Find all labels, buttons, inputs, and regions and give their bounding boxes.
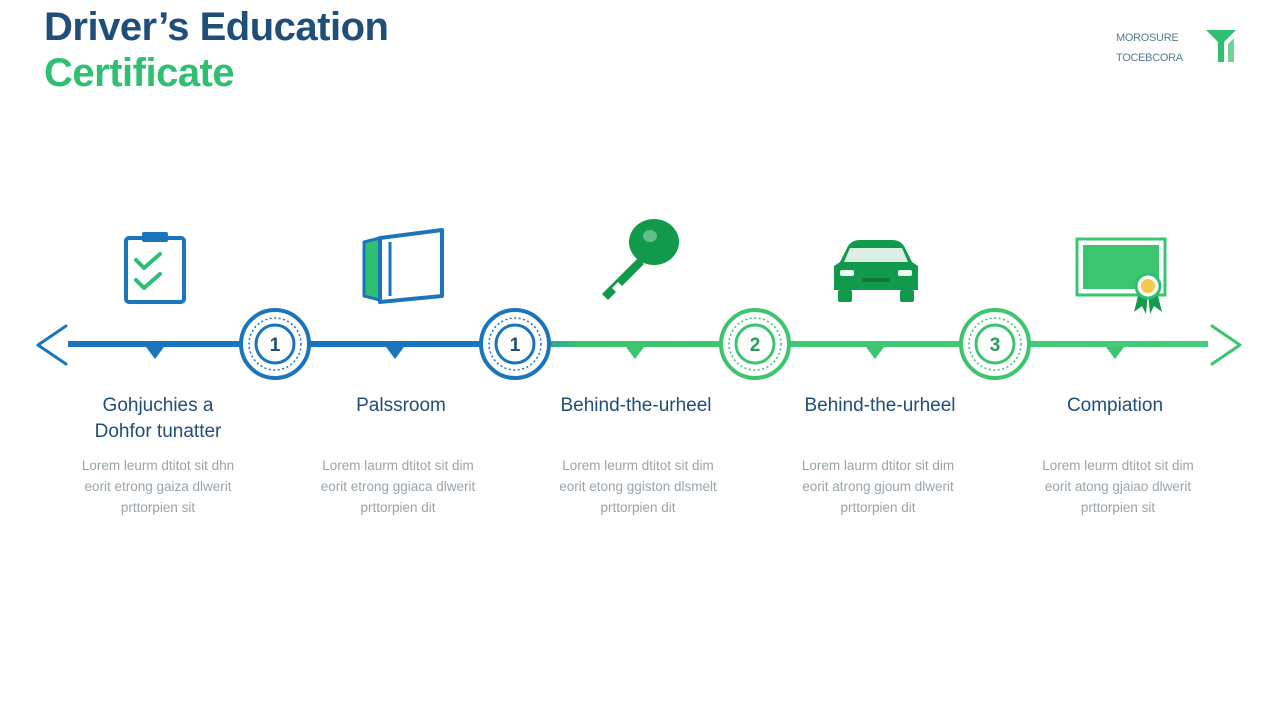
step-number: 3 bbox=[990, 335, 1001, 356]
step-title-5: Compiation bbox=[1066, 395, 1164, 416]
step-node-4[interactable]: 3 bbox=[959, 308, 1031, 380]
certificate-icon bbox=[1075, 237, 1167, 314]
step-description-3: Lorem leurm dtitot sit dim eorit etong g… bbox=[559, 458, 717, 515]
timeline-notch bbox=[866, 347, 884, 359]
timeline-notch bbox=[1106, 347, 1124, 359]
timeline-notch bbox=[626, 347, 644, 359]
step-node-2[interactable]: 1 bbox=[479, 308, 551, 380]
open-book-icon bbox=[362, 228, 444, 304]
car-key-icon bbox=[602, 219, 679, 300]
page-title: Driver’s Education bbox=[44, 5, 389, 49]
step-description-2: Lorem laurm dtitot sit dim eorit etrong … bbox=[320, 458, 476, 515]
timeline-notch bbox=[386, 347, 404, 359]
step-number: 2 bbox=[750, 335, 761, 356]
brand-logo: MOROSURE TOCEBCORA bbox=[1116, 28, 1240, 68]
timeline-arrow-left-icon[interactable] bbox=[36, 324, 68, 366]
step-description-1: Lorem leurm dtitot sit dhn eorit etrong … bbox=[81, 458, 235, 515]
page-subtitle: Certificate bbox=[44, 51, 235, 95]
step-title-1: Gohjuchies a Dohfor tunatter bbox=[94, 395, 222, 442]
clipboard-check-icon bbox=[124, 232, 186, 304]
car-icon bbox=[834, 240, 918, 302]
step-number: 1 bbox=[270, 335, 281, 356]
step-title-3: Behind-the-urheel bbox=[560, 395, 712, 416]
page-title-block: Driver’s Education Certificate bbox=[44, 4, 389, 96]
step-node-3[interactable]: 2 bbox=[719, 308, 791, 380]
step-node-1[interactable]: 1 bbox=[239, 308, 311, 380]
logo-wordmark: MOROSURE TOCEBCORA bbox=[1116, 32, 1183, 64]
step-number: 1 bbox=[510, 335, 521, 356]
step-description-5: Lorem leurm dtitot sit dim eorit atong g… bbox=[1042, 458, 1194, 515]
step-description-4: Lorem laurm dtitor sit dim eorit atrong … bbox=[801, 458, 955, 515]
timeline-line bbox=[68, 341, 1208, 347]
timeline-notch bbox=[146, 347, 164, 359]
step-title-4: Behind-the-urheel bbox=[804, 395, 956, 416]
timeline-arrow-right-icon[interactable] bbox=[1210, 324, 1242, 366]
step-title-2: Palssroom bbox=[356, 395, 446, 416]
logo-mark-icon bbox=[1206, 30, 1236, 62]
